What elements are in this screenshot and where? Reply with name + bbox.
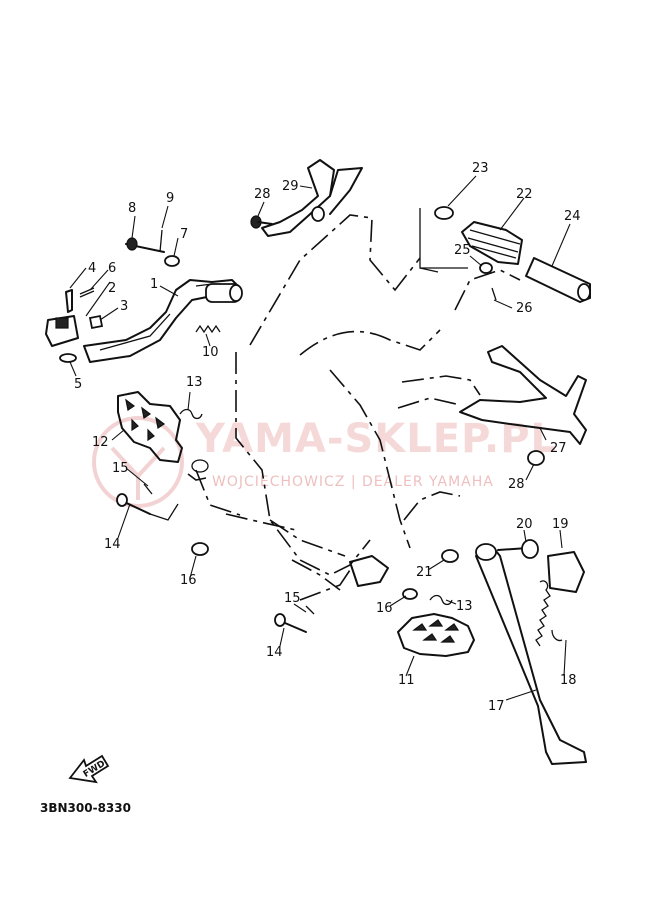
callout-20: 20: [516, 517, 533, 532]
watermark-logo-mark: [110, 446, 166, 500]
clevis-pin: [65, 289, 73, 313]
left-cotter-pin: [143, 483, 153, 495]
right-cotter-pin: [305, 605, 315, 615]
callout-6: 6: [108, 261, 116, 276]
lock-nut: [88, 314, 104, 330]
callout-28-top: 28: [254, 187, 271, 202]
callout-17: 17: [488, 699, 505, 714]
bolt-28-rear: [527, 450, 545, 466]
forward-arrow-icon: FWD: [68, 754, 110, 784]
callout-11: 11: [398, 673, 415, 688]
sidestand: [475, 545, 587, 765]
callout-10: 10: [202, 345, 219, 360]
callout-28-rear: 28: [508, 477, 525, 492]
leader-lines: [69, 175, 571, 701]
callout-29: 29: [282, 179, 299, 194]
callout-15-left: 15: [112, 461, 129, 476]
callout-13-left: 13: [186, 375, 203, 390]
callout-13-right: 13: [456, 599, 473, 614]
washer-23: [434, 206, 454, 220]
callout-21: 21: [416, 565, 433, 580]
callout-27: 27: [550, 441, 567, 456]
rear-footrest-group: [250, 159, 591, 466]
cotter-pin: [79, 287, 95, 298]
watermark: YAMA-SKLEP.PL WOJCIECHOWICZ | DEALER YAM…: [92, 416, 557, 508]
frame-outline: [187, 214, 521, 601]
callout-24: 24: [564, 209, 581, 224]
callout-23: 23: [472, 161, 489, 176]
callout-14-right: 14: [266, 645, 283, 660]
return-spring: [195, 324, 221, 334]
callout-18: 18: [560, 673, 577, 688]
callout-26: 26: [516, 301, 533, 316]
watermark-logo-icon: [92, 416, 184, 508]
pin-26: [491, 287, 497, 301]
sidestand-bracket: [547, 551, 585, 593]
sidestand-group: [475, 539, 587, 765]
watermark-sub-text: WOJCIECHOWICZ | DEALER YAMAHA: [212, 474, 494, 490]
left-footrest-spring: [179, 408, 203, 420]
callout-14-left: 14: [104, 537, 121, 552]
brake-clevis: [45, 315, 79, 347]
callout-16-left: 16: [180, 573, 197, 588]
sidestand-spring: [535, 580, 563, 647]
callout-5: 5: [74, 377, 82, 392]
left-footrest-group: [116, 391, 209, 556]
rear-footrest-rubber: [461, 221, 523, 265]
callout-12: 12: [92, 435, 109, 450]
right-footrest-bracket: [349, 555, 389, 587]
callout-2: 2: [108, 281, 116, 296]
callout-19: 19: [552, 517, 569, 532]
callout-3: 3: [120, 299, 128, 314]
pivot-washer: [164, 255, 180, 267]
nut-21: [441, 549, 459, 563]
right-washer: [402, 588, 418, 600]
right-footrest-group: [274, 549, 475, 657]
callout-25: 25: [454, 243, 471, 258]
callout-15-right: 15: [284, 591, 301, 606]
washer: [59, 353, 77, 363]
callout-9: 9: [166, 191, 174, 206]
right-footrest-spring: [429, 594, 453, 606]
watermark-main-text: YAMA-SKLEP.PL: [195, 416, 557, 462]
right-footrest: [397, 613, 475, 657]
rear-bracket-29: [261, 159, 335, 237]
callout-8: 8: [128, 201, 136, 216]
callout-1: 1: [150, 277, 158, 292]
drawing-code: 3BN300-8330: [40, 801, 131, 815]
left-washer: [191, 542, 209, 556]
callout-7: 7: [180, 227, 188, 242]
pin-25: [479, 262, 493, 274]
callout-4: 4: [88, 261, 96, 276]
callout-16-right: 16: [376, 601, 393, 616]
callout-22: 22: [516, 187, 533, 202]
callout-labels: 1 2 3 4 5 6 7 8 9 10 11 12 13 13 14 14 1…: [74, 161, 581, 714]
brake-pedal-group: [45, 229, 243, 363]
rear-footrest-bracket: [459, 345, 587, 445]
